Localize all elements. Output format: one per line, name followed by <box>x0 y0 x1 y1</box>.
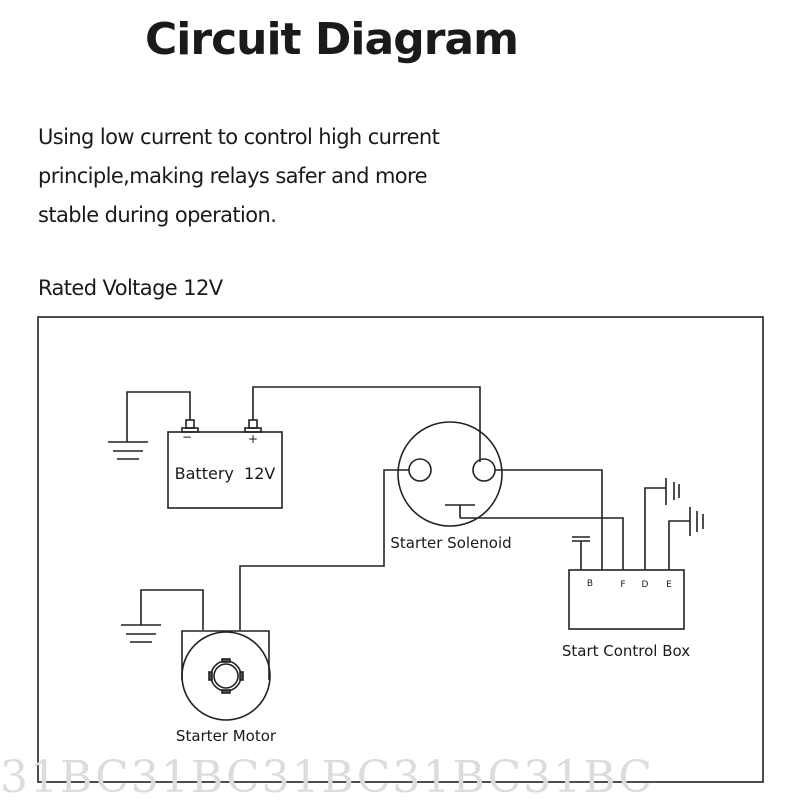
terminal-b: B <box>587 579 593 589</box>
terminal-e: E <box>666 580 672 590</box>
motor-label: Starter Motor <box>176 727 277 745</box>
battery-label: Battery 12V <box>175 464 276 483</box>
capacitor-icon <box>572 536 590 570</box>
solenoid-label: Starter Solenoid <box>390 534 511 552</box>
wire-solenoid-motor <box>239 469 409 630</box>
solenoid-icon <box>397 421 503 527</box>
battery-icon <box>167 419 283 509</box>
description: Using low current to control high curren… <box>38 118 518 235</box>
description-line: principle,making relays safer and more <box>38 164 428 188</box>
control-box-label: Start Control Box <box>562 642 690 660</box>
wire-d-ground <box>644 487 666 570</box>
description-line: stable during operation. <box>38 203 277 227</box>
ground-icon <box>689 507 704 536</box>
diagram-frame <box>37 316 764 783</box>
ground-icon <box>108 441 148 460</box>
rated-voltage: Rated Voltage 12V <box>38 276 223 300</box>
ground-icon <box>665 478 680 505</box>
wire-battery-solenoid <box>252 386 481 462</box>
wire-motor-ground <box>140 589 204 630</box>
wire-battery-ground <box>126 391 191 442</box>
motor-icon <box>181 630 271 721</box>
ground-icon <box>121 624 161 643</box>
terminal-d: D <box>642 580 649 590</box>
terminal-f: F <box>620 580 625 590</box>
control-box-icon <box>568 569 685 630</box>
battery-positive-symbol: + <box>248 432 258 446</box>
wire-solenoid-f <box>460 517 624 570</box>
battery-negative-symbol: − <box>182 430 192 444</box>
watermark: 31BC31BC31BC31BC31BC <box>0 752 655 803</box>
description-line: Using low current to control high curren… <box>38 125 440 149</box>
wire-solenoid-b <box>495 469 603 570</box>
wire-e-ground <box>668 520 690 570</box>
page-title: Circuit Diagram <box>145 14 519 65</box>
